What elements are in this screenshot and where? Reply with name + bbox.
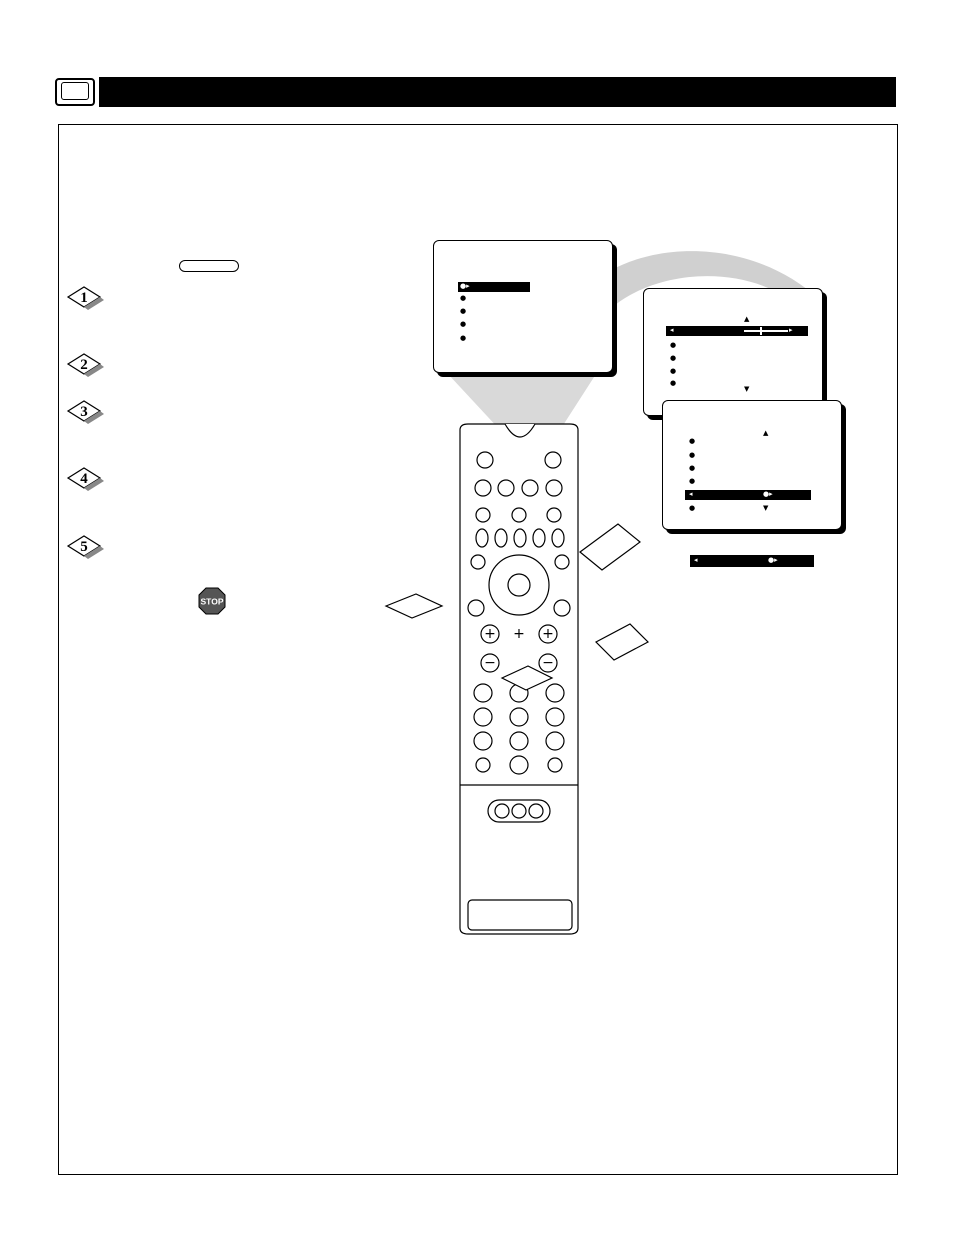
- step-3-badge: 3: [64, 400, 104, 424]
- svg-text:1: 1: [80, 290, 88, 306]
- step-4-badge: 4: [64, 467, 104, 491]
- content-frame: [58, 124, 898, 1175]
- svg-text:+: +: [484, 626, 496, 642]
- step-5-badge: 5: [64, 535, 104, 559]
- remote-control: + + + − −: [384, 423, 649, 935]
- menu-key-icon: [179, 260, 239, 272]
- stop-sign-icon: STOP: [198, 587, 226, 615]
- svg-text:−: −: [542, 655, 554, 671]
- svg-text:STOP: STOP: [201, 597, 224, 607]
- svg-text:−: −: [484, 655, 496, 671]
- svg-text:5: 5: [80, 539, 88, 555]
- picture-menu-highlight-bar: [666, 326, 808, 336]
- svg-text:+: +: [542, 626, 554, 642]
- features-menu-highlight-bar: [685, 490, 811, 500]
- section-header-bar: [99, 77, 896, 107]
- selected-setting-bar: ◂ ●▸: [690, 555, 814, 567]
- main-menu-highlight-bar: [458, 282, 530, 292]
- picture-menu-screen: ▲ ◂ ▸ ● ● ● ● ▼: [643, 288, 823, 416]
- svg-text:4: 4: [80, 471, 88, 487]
- step-2-badge: 2: [64, 353, 104, 377]
- picture-slider-thumb: [760, 327, 762, 335]
- svg-text:3: 3: [80, 404, 88, 420]
- picture-slider: [744, 330, 788, 332]
- main-menu-screen: ●▸ ● ● ● ●: [433, 240, 613, 373]
- svg-text:+: +: [513, 626, 525, 642]
- features-menu-screen: ▲ ● ● ● ● ◂ ●▸ ● ▼: [662, 400, 842, 530]
- svg-text:2: 2: [80, 357, 88, 373]
- menu-transition-graphics: [448, 251, 820, 430]
- tv-screen-icon: [61, 82, 89, 100]
- step-1-badge: 1: [64, 286, 104, 310]
